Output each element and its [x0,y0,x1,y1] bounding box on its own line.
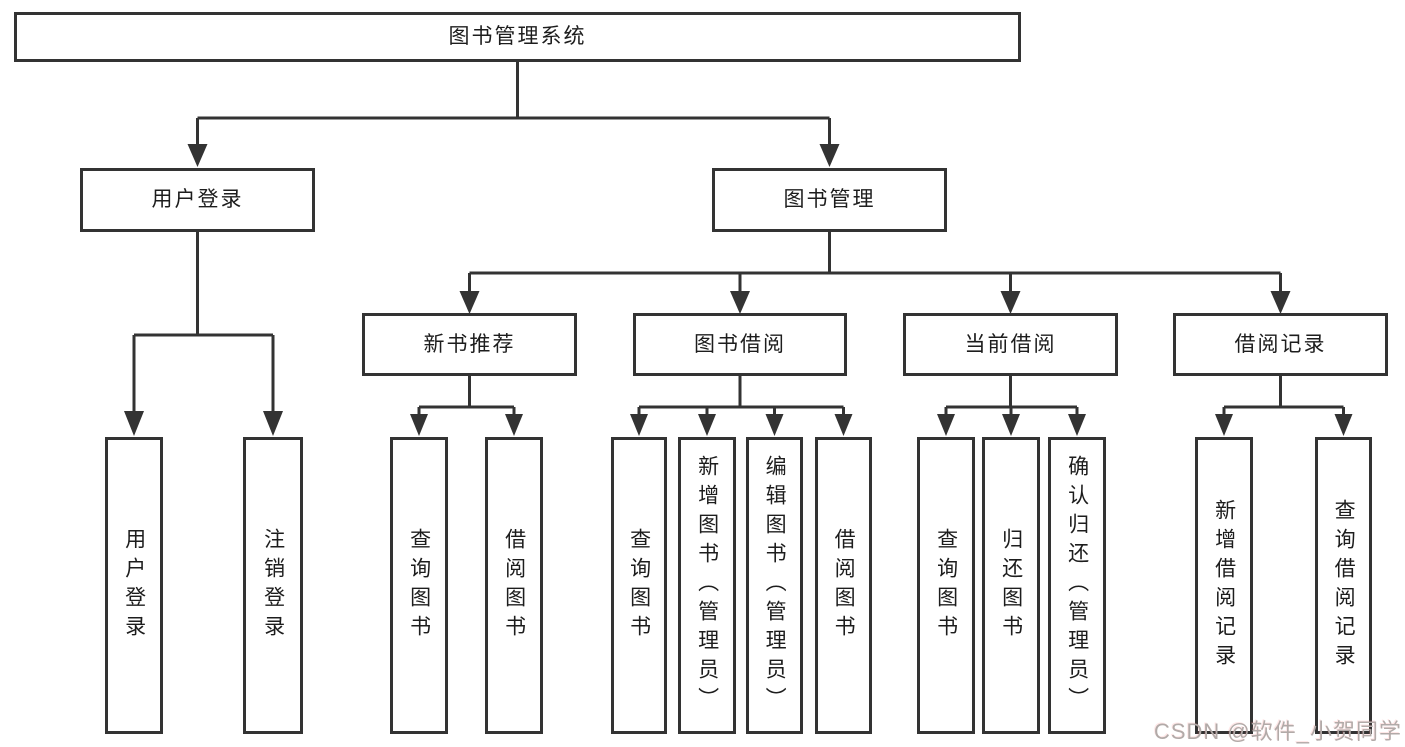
node-book-borrowing: 图书借阅 [633,313,847,376]
node-new-book-recommendation: 新书推荐 [362,313,577,376]
leaf-edit-books-admin: 编辑图书（管理员） [746,437,803,734]
leaf-borrow-books: 借阅图书 [815,437,872,734]
leaf-add-borrow-record: 新增借阅记录 [1195,437,1253,734]
leaf-borrow-books-recommend: 借阅图书 [485,437,543,734]
node-root-system: 图书管理系统 [14,12,1021,62]
node-current-borrowing: 当前借阅 [903,313,1118,376]
node-book-management-branch: 图书管理 [712,168,947,232]
leaf-query-books-recommend: 查询图书 [390,437,448,734]
leaf-user-login: 用户登录 [105,437,163,734]
leaf-query-books-borrow: 查询图书 [611,437,667,734]
node-user-login-branch: 用户登录 [80,168,315,232]
leaf-query-books-current: 查询图书 [917,437,975,734]
node-borrowing-records: 借阅记录 [1173,313,1388,376]
leaf-add-books-admin: 新增图书（管理员） [678,437,736,734]
leaf-return-books: 归还图书 [982,437,1040,734]
csdn-watermark: CSDN @软件_小贺同学 [1153,719,1402,744]
leaf-confirm-return-admin: 确认归还（管理员） [1048,437,1106,734]
leaf-logout: 注销登录 [243,437,303,734]
leaf-query-borrow-record: 查询借阅记录 [1315,437,1372,734]
